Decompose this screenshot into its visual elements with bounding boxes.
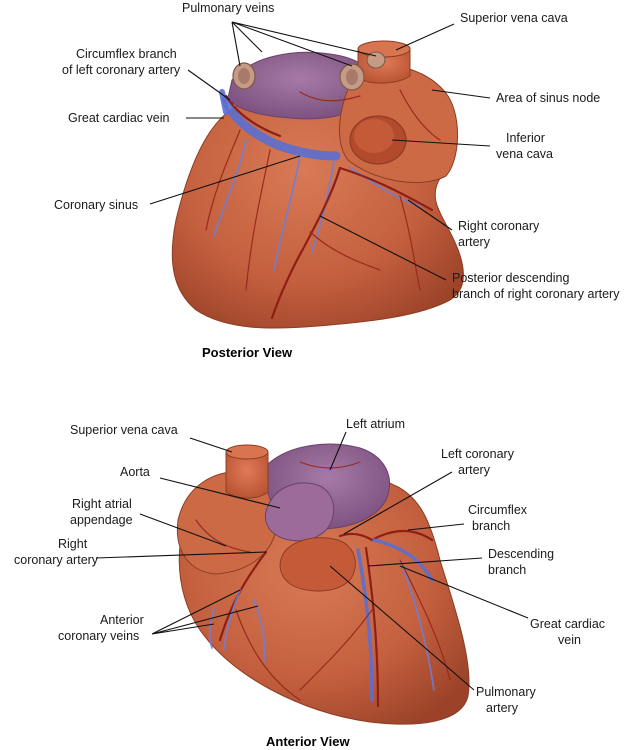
leader-svc-posterior — [395, 23, 455, 51]
label-right-coronary-anterior-line2: coronary artery — [14, 553, 99, 567]
label-descending-line2: branch — [488, 563, 526, 577]
label-area-sinus-node: Area of sinus node — [496, 91, 600, 105]
leader-circumflex-posterior — [187, 69, 231, 101]
pulmonary-vein-opening-3 — [366, 51, 386, 69]
posterior-ivc-inner — [354, 119, 394, 153]
caption-posterior-view: Posterior View — [202, 345, 293, 360]
leader-pulmonary-veins — [231, 21, 377, 67]
label-pulmonary-artery-line2: artery — [486, 701, 519, 715]
label-right-coronary-posterior-line1: Right coronary — [458, 219, 540, 233]
leader-left-coronary — [343, 471, 453, 535]
label-great-cardiac-line1: Great cardiac — [530, 617, 605, 631]
leader-inferior-vc — [391, 139, 491, 147]
leader-svc-anterior — [189, 437, 233, 453]
label-coronary-sinus: Coronary sinus — [54, 198, 138, 212]
label-circumflex-anterior-line1: Circumflex — [468, 503, 528, 517]
posterior-artery-branch-6 — [399, 89, 441, 141]
leader-circumflex-anterior — [407, 523, 465, 531]
anterior-circumflex-vessel — [370, 530, 434, 542]
posterior-artery-branch-3 — [309, 231, 381, 271]
anterior-artery-branch-5 — [299, 461, 361, 469]
label-superior-vena-cava-anterior: Superior vena cava — [70, 423, 178, 437]
label-left-coronary-line1: Left coronary — [441, 447, 515, 461]
posterior-right-coronary-vessel — [338, 166, 434, 212]
caption-anterior-view: Anterior View — [266, 734, 350, 749]
label-pulmonary-veins: Pulmonary veins — [182, 1, 274, 15]
anterior-vein-branch-1 — [372, 538, 434, 582]
anterior-artery-branch-3 — [235, 609, 301, 701]
label-great-cardiac-line2: vein — [558, 633, 581, 647]
anterior-vein-branch-2 — [399, 559, 435, 691]
label-circumflex-posterior-line1: Circumflex branch — [76, 47, 177, 61]
label-posterior-descending-line1: Posterior descending — [452, 271, 569, 285]
leader-coronary-sinus — [149, 155, 301, 205]
label-posterior-descending-line2: branch of right coronary artery — [452, 287, 620, 301]
anterior-coronary-vein-2 — [253, 599, 266, 663]
anterior-pulmonary-artery — [279, 537, 356, 592]
label-aorta: Aorta — [120, 465, 150, 479]
posterior-svc-opening — [357, 40, 411, 58]
posterior-circumflex-vessel — [224, 94, 282, 138]
anterior-artery-branch-2 — [299, 609, 373, 691]
leader-anterior-veins — [151, 589, 259, 635]
posterior-artery-branch-2 — [245, 149, 271, 291]
anterior-aorta — [264, 482, 335, 542]
posterior-artery-branch-1 — [205, 129, 241, 231]
leader-descending — [367, 557, 483, 567]
label-left-coronary-line2: artery — [458, 463, 491, 477]
anterior-svc — [225, 451, 269, 499]
label-inferior-vc-line1: Inferior — [506, 131, 545, 145]
leader-right-atrial — [139, 513, 227, 547]
posterior-artery-branch-5 — [299, 91, 361, 102]
leader-great-cardiac-anterior — [399, 565, 529, 619]
label-great-cardiac-vein: Great cardiac vein — [68, 111, 169, 125]
leader-area-sinus-node — [431, 89, 491, 99]
leader-pulmonary-artery — [329, 565, 475, 691]
anterior-left-coronary-vessel — [338, 532, 374, 542]
posterior-vein-branch-2 — [273, 155, 301, 271]
pulmonary-vein-lumen-1 — [238, 68, 250, 84]
posterior-labels: Pulmonary veins Superior vena cava Circu… — [54, 1, 620, 360]
label-left-atrium: Left atrium — [346, 417, 405, 431]
anterior-svc-opening — [225, 444, 269, 460]
label-pulmonary-artery-line1: Pulmonary — [476, 685, 536, 699]
posterior-coronary-sinus-vessel — [221, 95, 341, 161]
anterior-coronary-vein-3 — [208, 607, 215, 649]
anterior-great-cardiac-vein-vessel — [356, 548, 374, 702]
anterior-artery-branch-4 — [195, 519, 251, 553]
anterior-heart — [176, 443, 470, 725]
pulmonary-vein-lumen-2 — [346, 69, 358, 85]
leader-right-coronary-anterior — [95, 551, 267, 559]
anterior-descending-vessel — [364, 546, 380, 708]
leader-posterior-descending — [319, 215, 447, 281]
leader-left-atrium — [329, 431, 347, 471]
leader-right-coronary-posterior — [407, 199, 453, 231]
label-right-atrial-line2: appendage — [70, 513, 133, 527]
label-anterior-veins-line1: Anterior — [100, 613, 144, 627]
posterior-vein-branch-1 — [213, 139, 247, 237]
label-descending-line1: Descending — [488, 547, 554, 561]
label-superior-vena-cava-posterior: Superior vena cava — [460, 11, 568, 25]
posterior-artery-branch-4 — [399, 195, 421, 291]
label-inferior-vc-line2: vena cava — [496, 147, 553, 161]
posterior-heart — [171, 40, 464, 329]
label-right-atrial-line1: Right atrial — [72, 497, 132, 511]
leader-aorta — [159, 477, 281, 509]
label-circumflex-posterior-line2: of left coronary artery — [62, 63, 181, 77]
anterior-labels: Left atrium Superior vena cava Left coro… — [14, 417, 605, 749]
label-right-coronary-anterior-line1: Right — [58, 537, 88, 551]
label-right-coronary-posterior-line2: artery — [458, 235, 491, 249]
posterior-descending-vessel — [270, 166, 342, 320]
label-anterior-veins-line2: coronary veins — [58, 629, 139, 643]
anterior-coronary-vein-1 — [223, 589, 241, 651]
label-circumflex-anterior-line2: branch — [472, 519, 510, 533]
